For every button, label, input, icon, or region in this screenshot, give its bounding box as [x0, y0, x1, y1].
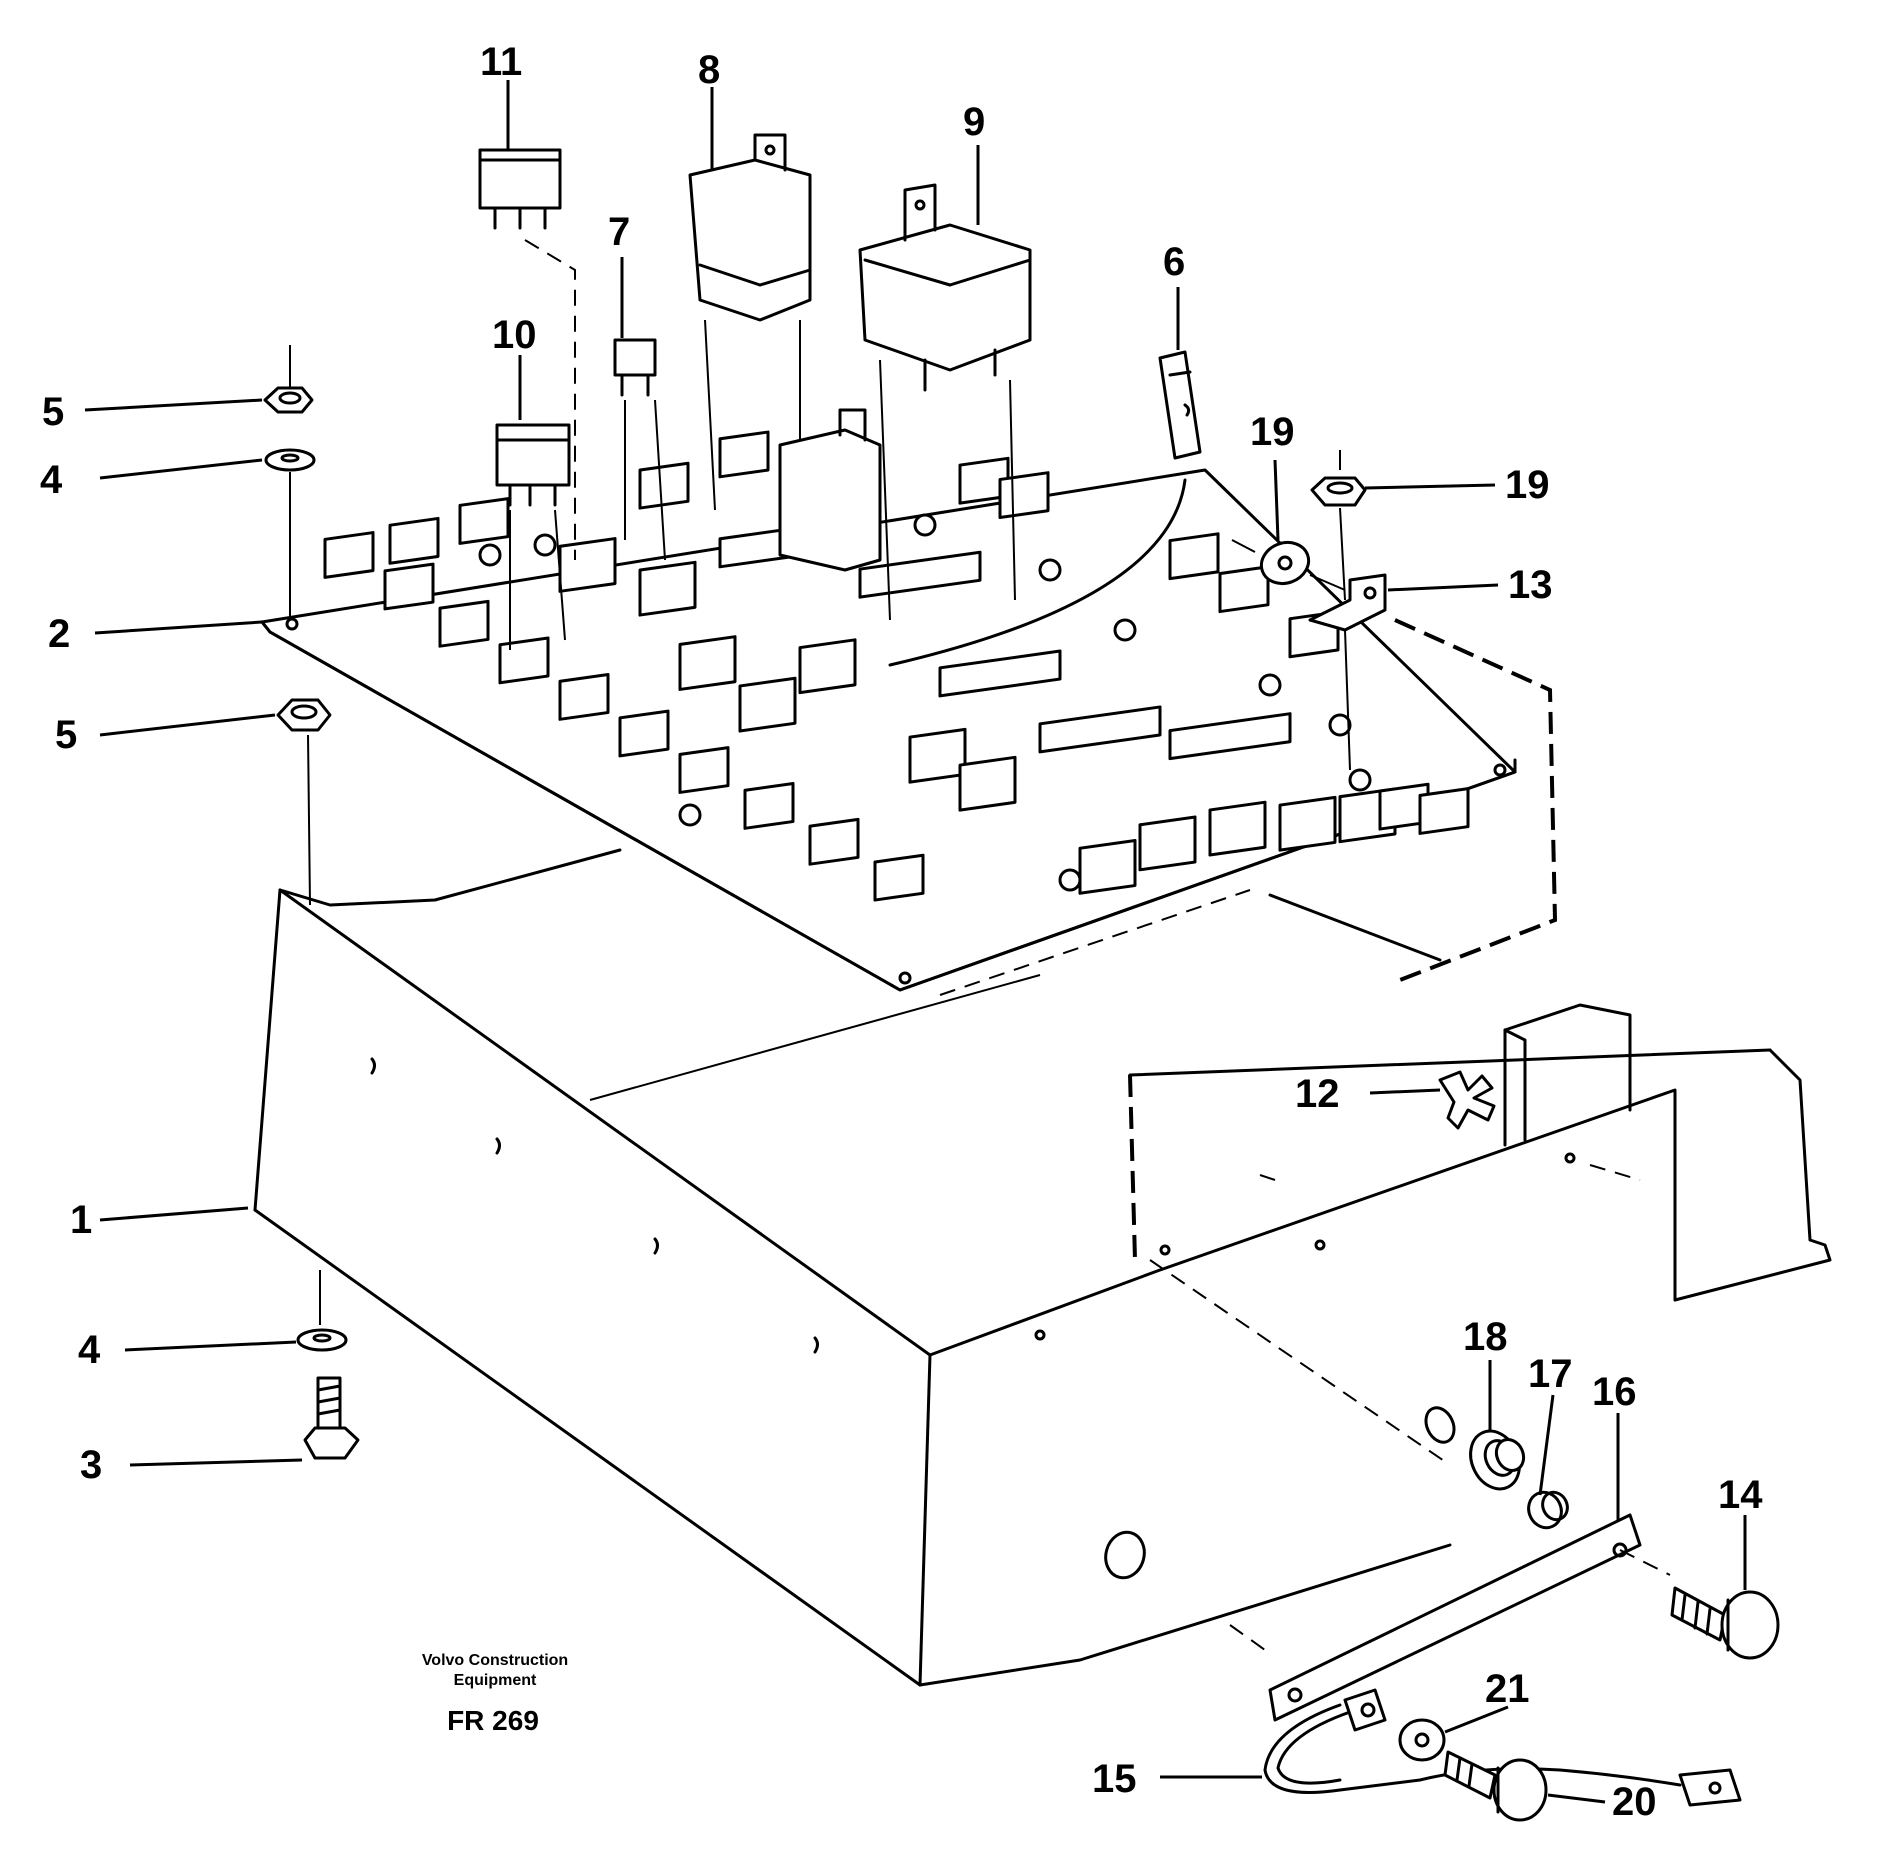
callout-12: 12 — [1295, 1072, 1340, 1116]
callout-19a: 19 — [1250, 410, 1295, 454]
housing-box — [253, 848, 1677, 1687]
relay-8 — [688, 133, 812, 322]
callout-18: 18 — [1463, 1315, 1508, 1359]
bolt-3 — [303, 1376, 360, 1460]
washer-4-bottom — [296, 1270, 348, 1352]
callout-19b: 19 — [1505, 463, 1550, 507]
footer: Volvo Construction Equipment FR 269 — [422, 1652, 568, 1736]
callout-8: 8 — [698, 48, 720, 92]
callout-9: 9 — [963, 100, 985, 144]
callout-16: 16 — [1592, 1370, 1637, 1414]
hole-grommet-18 — [1424, 1406, 1526, 1491]
washer-4-top — [264, 448, 316, 472]
callout-17: 17 — [1528, 1352, 1573, 1396]
callout-15: 15 — [1092, 1757, 1137, 1801]
relay-11 — [478, 148, 562, 230]
fuse-7 — [613, 338, 657, 397]
board-components — [323, 430, 1470, 902]
washer-19 — [1231, 539, 1346, 591]
cable-15 — [1263, 1688, 1742, 1807]
callout-2: 2 — [48, 612, 70, 656]
company-name-line1: Volvo Construction — [422, 1652, 568, 1669]
callout-5a: 5 — [42, 390, 64, 434]
callout-4a: 4 — [40, 458, 63, 502]
callout-13: 13 — [1508, 563, 1553, 607]
callout-20: 20 — [1612, 1780, 1657, 1824]
callout-leaders — [84, 80, 1747, 1804]
callout-10: 10 — [492, 313, 537, 357]
callout-4b: 4 — [78, 1328, 101, 1372]
callout-14: 14 — [1718, 1473, 1763, 1517]
nut-5-bottom — [276, 698, 332, 732]
company-name-line2: Equipment — [454, 1672, 537, 1689]
nut-19-top — [1310, 450, 1367, 507]
circuit-board — [260, 430, 1517, 992]
callout-5b: 5 — [55, 713, 77, 757]
relay-9 — [858, 183, 1032, 392]
callout-7: 7 — [608, 210, 630, 254]
callout-6: 6 — [1163, 240, 1185, 284]
bar-16 — [1229, 1513, 1642, 1722]
figure-code: FR 269 — [447, 1705, 539, 1736]
cover-plate — [1128, 1003, 1832, 1302]
board-relay — [778, 408, 882, 572]
callout-labels: 1 2 3 4 4 5 5 6 7 8 9 10 11 12 13 14 15 … — [40, 40, 1763, 1824]
washer-21 — [1398, 1718, 1446, 1762]
nut-5-top — [263, 386, 314, 414]
spacer-17 — [1527, 1490, 1569, 1530]
bolt-20 — [1443, 1750, 1548, 1822]
callout-21: 21 — [1485, 1667, 1530, 1711]
callout-3: 3 — [80, 1443, 102, 1487]
fuse-holder-6 — [1158, 350, 1202, 460]
callout-11: 11 — [480, 40, 522, 84]
callout-1: 1 — [70, 1198, 92, 1242]
relay-10 — [495, 423, 571, 507]
bolt-14 — [1670, 1586, 1780, 1660]
clip-12 — [1438, 1070, 1496, 1130]
